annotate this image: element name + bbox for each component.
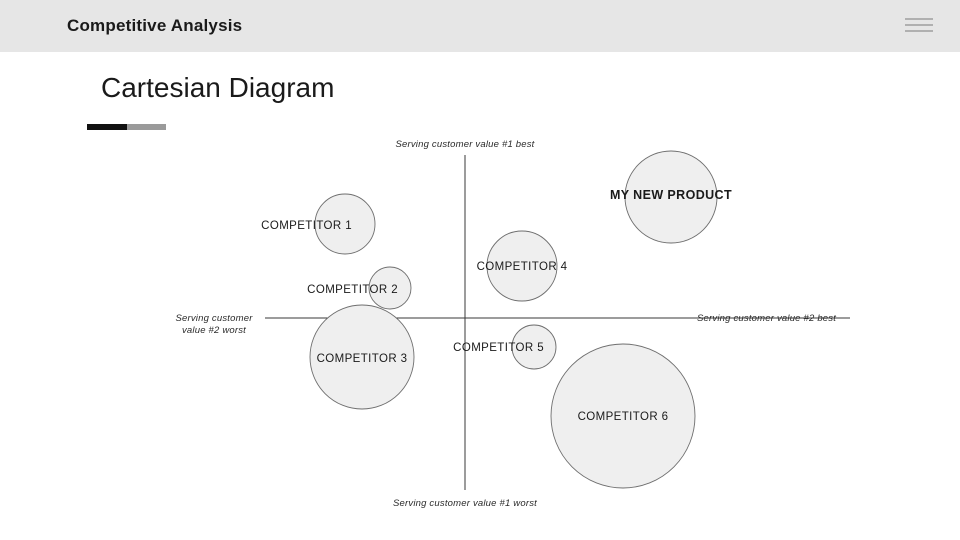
bubble-label: COMPETITOR 5 — [453, 342, 544, 354]
bubble-label: COMPETITOR 1 — [261, 220, 352, 232]
hamburger-line-1 — [905, 18, 933, 20]
bubble-1[interactable]: COMPETITOR 1 — [261, 193, 376, 255]
bubble-2[interactable]: COMPETITOR 2 — [307, 266, 412, 310]
bubble-label: COMPETITOR 6 — [578, 411, 669, 423]
accent-segment-dark — [87, 124, 127, 130]
axis-label-bottom: Serving customer value #1 worst — [393, 498, 537, 509]
bubble-circle[interactable] — [314, 193, 376, 255]
bubble-label: COMPETITOR 3 — [317, 353, 408, 365]
bubble-circle[interactable] — [511, 324, 557, 370]
bubble-circle[interactable] — [368, 266, 412, 310]
bubble-label: COMPETITOR 2 — [307, 284, 398, 296]
bubble-7[interactable]: COMPETITOR 6 — [550, 343, 696, 489]
bubble-3[interactable]: COMPETITOR 3 — [309, 304, 415, 410]
axis-label-right: Serving customer value #2 best — [697, 313, 836, 324]
bubble-4[interactable]: COMPETITOR 4 — [477, 230, 568, 302]
bubble-label: COMPETITOR 4 — [477, 261, 568, 273]
accent-segment-light — [127, 124, 166, 130]
hamburger-menu-icon[interactable] — [905, 18, 933, 32]
bubble-circle[interactable] — [309, 304, 415, 410]
axis-label-top: Serving customer value #1 best — [395, 139, 534, 150]
hamburger-line-3 — [905, 30, 933, 32]
bubble-6[interactable]: COMPETITOR 5 — [453, 324, 557, 370]
bubble-circle[interactable] — [486, 230, 558, 302]
bubble-group: COMPETITOR 1 COMPETITOR 2 COMPETITOR 3 COMP… — [261, 150, 732, 489]
hamburger-line-2 — [905, 24, 933, 26]
axis-label-left-line1: Serving customer — [175, 313, 253, 324]
bubble-5[interactable]: MY NEW PRODUCT — [610, 150, 732, 244]
title-accent-rule — [87, 124, 166, 130]
axis-label-left-line2: value #2 worst — [182, 325, 246, 336]
bubble-circle[interactable] — [624, 150, 718, 244]
page-title: Cartesian Diagram — [101, 72, 335, 103]
axis-label-group: Serving customer value #1 best Serving c… — [175, 139, 836, 509]
header-title: Competitive Analysis — [67, 16, 243, 35]
bubble-circle[interactable] — [550, 343, 696, 489]
app-header-bar: Competitive Analysis — [0, 0, 960, 52]
bubble-label: MY NEW PRODUCT — [610, 188, 732, 202]
